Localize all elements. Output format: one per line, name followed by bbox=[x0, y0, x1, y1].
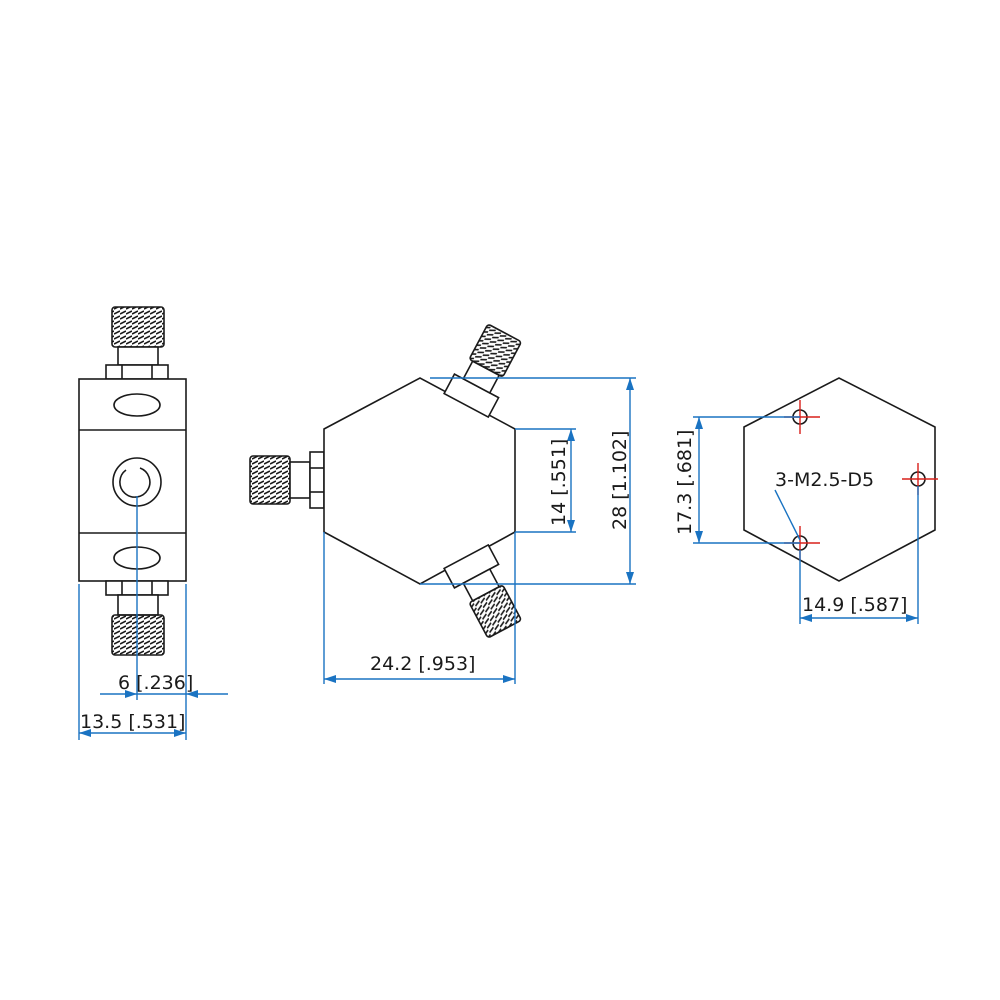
front-top-connector bbox=[443, 324, 522, 419]
front-bottom-connector bbox=[443, 543, 522, 638]
front-view: 14 [.551] 28 [1.102] 24.2 [.953] bbox=[249, 324, 636, 684]
bottom-dimensions bbox=[693, 416, 919, 624]
side-top-connector bbox=[105, 306, 169, 380]
bottom-dim-width-label: 14.9 [.587] bbox=[802, 594, 907, 616]
side-slot-top bbox=[113, 393, 161, 417]
front-left-connector bbox=[249, 451, 325, 509]
hole-callout-leader bbox=[774, 489, 801, 541]
side-body bbox=[78, 378, 187, 582]
side-view: 6 [.236] 13.5 [.531] bbox=[78, 306, 228, 740]
side-dim-width-label: 13.5 [.531] bbox=[80, 711, 185, 733]
side-bottom-connector bbox=[105, 580, 169, 656]
bottom-dim-height-label: 17.3 [.681] bbox=[674, 430, 696, 535]
bottom-hex-body bbox=[743, 377, 936, 582]
front-dimensions bbox=[323, 377, 636, 684]
side-dim-small-label: 6 [.236] bbox=[118, 672, 193, 694]
front-dim-outer-height-label: 28 [1.102] bbox=[609, 431, 631, 530]
hole-callout-label: 3-M2.5-D5 bbox=[775, 469, 874, 491]
bottom-view: 17.3 [.681] 14.9 [.587] 3-M2.5-D5 bbox=[674, 377, 938, 624]
front-dim-inner-height-label: 14 [.551] bbox=[548, 439, 570, 526]
side-dimensions bbox=[78, 496, 228, 740]
front-dim-width-label: 24.2 [.953] bbox=[370, 653, 475, 675]
